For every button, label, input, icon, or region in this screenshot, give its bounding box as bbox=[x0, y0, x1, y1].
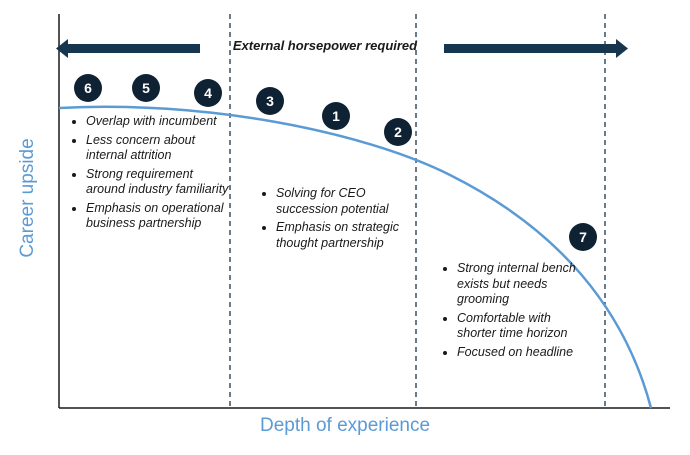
bullet-item: Less concern about internal attrition bbox=[86, 133, 230, 164]
bullet-item: Strong internal bench exists but needs g… bbox=[457, 261, 591, 308]
bullet-item: Focused on headline bbox=[457, 345, 591, 361]
bullet-item: Overlap with incumbent bbox=[86, 114, 230, 130]
marker-2: 2 bbox=[384, 118, 412, 146]
bullet-item: Solving for CEO succession potential bbox=[276, 186, 400, 217]
right-arrow bbox=[444, 39, 628, 58]
marker-4: 4 bbox=[194, 79, 222, 107]
bullet-item: Emphasis on operational business partner… bbox=[86, 201, 230, 232]
left-arrow bbox=[56, 39, 200, 58]
marker-1: 1 bbox=[322, 102, 350, 130]
marker-7: 7 bbox=[569, 223, 597, 251]
marker-3: 3 bbox=[256, 87, 284, 115]
bullet-item: Strong requirement around industry famil… bbox=[86, 167, 230, 198]
bullet-item: Comfortable with shorter time horizon bbox=[457, 311, 591, 342]
y-axis-label: Career upside bbox=[17, 138, 38, 258]
bullets-column-1: Overlap with incumbent Less concern abou… bbox=[60, 114, 230, 235]
bullets-column-3: Strong internal bench exists but needs g… bbox=[431, 261, 591, 363]
bullet-item: Emphasis on strategic thought partnershi… bbox=[276, 220, 400, 251]
career-curve bbox=[58, 105, 653, 409]
x-axis-label: Depth of experience bbox=[259, 415, 431, 436]
bullets-column-2: Solving for CEO succession potential Emp… bbox=[250, 186, 400, 254]
banner-label: External horsepower required bbox=[232, 38, 418, 53]
marker-6: 6 bbox=[74, 74, 102, 102]
marker-5: 5 bbox=[132, 74, 160, 102]
